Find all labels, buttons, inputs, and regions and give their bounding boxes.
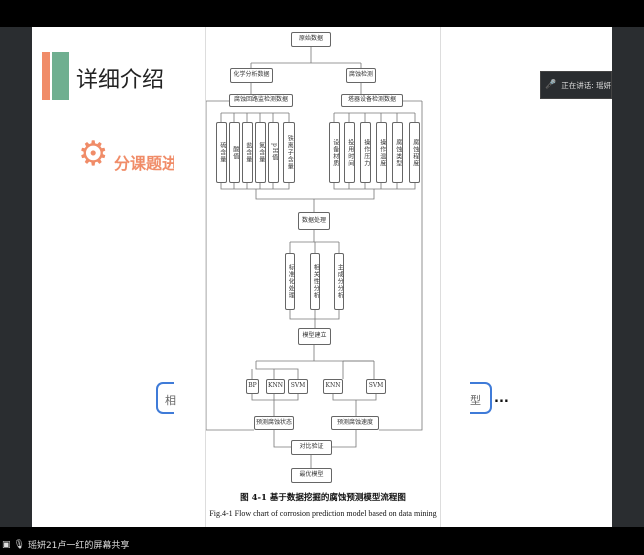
node-corr-item: 投用时间 — [344, 122, 355, 183]
node-chem-item: 盐含量 — [242, 122, 253, 183]
ellipsis: ... — [494, 391, 509, 406]
mic-icon[interactable]: 🎙 — [13, 539, 25, 550]
figure-caption-cn: 图 4-1 基于数据挖掘的腐蚀预测模型流程图 — [240, 493, 406, 503]
screen-share-bar: ▣ 🎙 瑶妍21卢一红的屏幕共享 — [0, 538, 130, 552]
node-model-building: 模型建立 — [298, 328, 331, 345]
figure-caption-en: Fig.4-1 Flow chart of corrosion predicti… — [209, 509, 437, 518]
flowchart-figure: 原始数据 化学分析数据 腐蚀检测 腐蚀回路监检测数据 塔器设备检测数据 硫含量 … — [205, 27, 441, 527]
slide-title: 详细介绍（1( — [76, 68, 172, 93]
node-corr-item: 设备材质 — [329, 122, 340, 183]
node-corr-item: 腐蚀类型 — [392, 122, 403, 183]
node-predict-state: 预测腐蚀状态 — [254, 416, 294, 430]
node-model-svm: SVM — [366, 379, 386, 394]
node-chem-item: pH值 — [268, 122, 279, 183]
screen-share-label: 瑶妍21卢一红的屏幕共享 — [27, 541, 130, 551]
right-dark-strip — [612, 27, 644, 527]
node-corr-item: 操作压力 — [360, 122, 371, 183]
node-compare: 对比验证 — [291, 440, 332, 455]
node-chem-sub: 腐蚀回路监检测数据 — [229, 94, 293, 107]
node-chem-item: 氮含量 — [255, 122, 266, 183]
node-data-processing: 数据处理 — [298, 212, 330, 230]
node-model-knn: KNN — [323, 379, 343, 394]
node-chem-item: 酸值 — [229, 122, 240, 183]
node-model-knn: KNN — [266, 379, 285, 394]
node-corr-sub: 塔器设备检测数据 — [341, 94, 403, 107]
node-best-model: 最优模型 — [291, 468, 332, 483]
node-chem-item: 硫含量 — [216, 122, 227, 183]
node-chem-item: 铁离子含量 — [283, 122, 295, 183]
speaker-label: 正在讲话: 瑶妍21卢一红 — [561, 80, 612, 90]
left-dark-strip — [0, 27, 32, 527]
slide-subtitle: 分课题进 — [114, 154, 174, 173]
node-process-item: 相关性分析 — [310, 253, 320, 310]
gear-icon: ⚙ — [78, 134, 109, 174]
node-process-item: 标准化处理 — [285, 253, 295, 310]
node-model-bp: BP — [246, 379, 259, 394]
node-corr-item: 腐蚀程度 — [409, 122, 420, 183]
pill-left: 相 — [156, 382, 176, 414]
node-predict-rate: 预测腐蚀速度 — [331, 416, 379, 430]
node-model-svm: SVM — [288, 379, 308, 394]
node-chem-analysis: 化学分析数据 — [230, 68, 273, 83]
mic-muted-icon: 🎤 — [545, 80, 557, 90]
title-accent-orange — [42, 52, 50, 100]
node-corrosion-detection: 腐蚀检测 — [346, 68, 376, 83]
node-corr-item: 操作温度 — [376, 122, 387, 183]
node-process-item: 主成分分析 — [334, 253, 344, 310]
screen-icon[interactable]: ▣ — [2, 539, 11, 550]
speaking-indicator: 🎤 正在讲话: 瑶妍21卢一红 — [540, 71, 612, 99]
flowchart-connectors — [206, 47, 423, 468]
node-raw-data: 原始数据 — [291, 32, 331, 47]
title-accent-green — [52, 52, 69, 100]
pill-right: 型 — [470, 382, 492, 414]
